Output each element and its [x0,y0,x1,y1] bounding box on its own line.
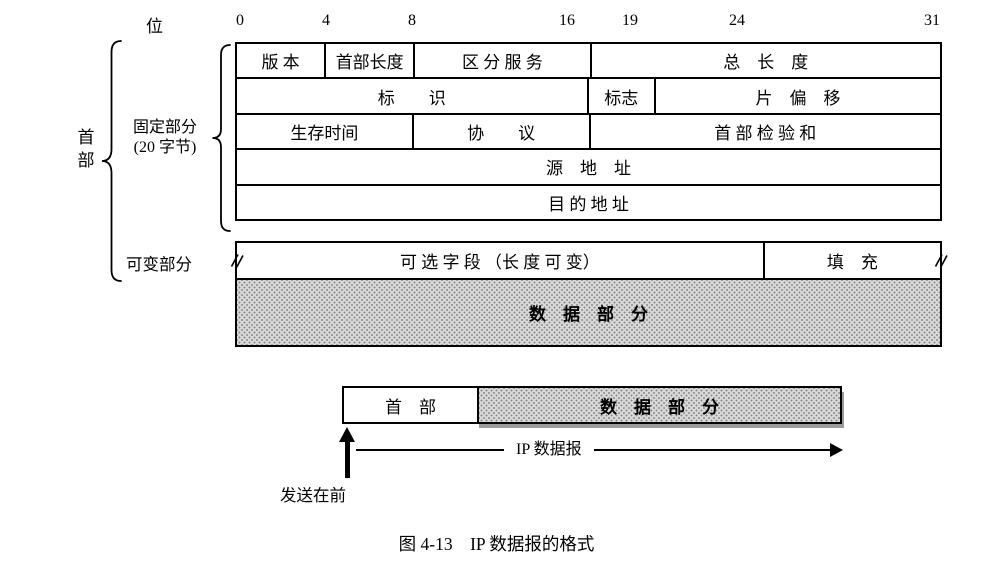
fixed-part-label: 固定部分 (20 字节) [122,118,208,158]
up-arrow-head-icon [339,427,355,442]
up-arrow-stem [345,441,350,478]
bit-tick-8: 8 [408,12,416,29]
variable-part-label: 可变部分 [126,255,192,274]
break-mark-left-icon [230,254,244,268]
field-fragment-offset: 片 偏 移 [656,79,940,113]
ip-header-variable-part-table: 可 选 字 段 （长 度 可 变） 填 充 [235,241,942,280]
header-row-3: 生存时间 协 议 首 部 检 验 和 [237,114,940,149]
bit-tick-16: 16 [559,12,575,29]
field-ttl: 生存时间 [237,114,412,149]
header-row-4: 源 地 址 [237,150,940,184]
ip-header-fixed-part-table: 版 本 首部长度 区 分 服 务 总 长 度 标 识 标志 片 偏 移 生存时间… [235,42,942,221]
fixed-part-brace [212,44,231,232]
datagram-box-row: 首 部 数 据 部 分 [344,388,840,422]
bit-tick-0: 0 [236,12,244,29]
fixed-part-line1: 固定部分 [132,119,197,136]
field-destination-address: 目 的 地 址 [237,185,940,219]
datagram-box: 首 部 数 据 部 分 [342,386,842,424]
data-part-band: 数 据 部 分 [235,278,942,347]
datagram-data-segment: 数 据 部 分 [479,388,840,422]
field-dsfield: 区 分 服 务 [415,44,590,78]
header-row-2: 标 识 标志 片 偏 移 [237,79,940,113]
field-flags: 标志 [588,79,655,113]
header-row-5: 目 的 地 址 [237,185,940,219]
ip-datagram-label: IP 数据报 [504,439,594,461]
sent-first-label: 发送在前 [280,486,346,505]
right-arrow-head-icon [830,443,843,457]
header-row-options: 可 选 字 段 （长 度 可 变） 填 充 [237,243,940,278]
datagram-header-segment: 首 部 [344,388,477,422]
bit-tick-31: 31 [924,12,940,29]
bit-axis-unit-label: 位 [146,17,163,36]
header-brace [101,40,122,282]
figure-caption: 图 4-13 IP 数据报的格式 [398,534,595,554]
field-padding: 填 充 [764,243,940,278]
bit-tick-24: 24 [729,12,745,29]
bit-tick-4: 4 [322,12,330,29]
data-row: 数 据 部 分 [237,280,940,345]
datagram-extent-line [356,449,832,451]
fixed-part-line2: (20 字节) [133,139,197,156]
field-version: 版 本 [237,44,325,78]
header-row-1: 版 本 首部长度 区 分 服 务 总 长 度 [237,44,940,78]
field-source-address: 源 地 址 [237,150,940,184]
field-identification: 标 识 [237,79,587,113]
field-protocol: 协 议 [413,114,589,149]
break-mark-right-icon [934,254,948,268]
bit-tick-19: 19 [622,12,638,29]
field-header-length: 首部长度 [326,44,414,78]
field-checksum: 首 部 检 验 和 [590,114,940,149]
field-data-part: 数 据 部 分 [237,280,940,345]
header-side-label: 首部 [77,128,95,170]
field-options: 可 选 字 段 （长 度 可 变） [237,243,763,278]
field-total-length: 总 长 度 [591,44,940,78]
